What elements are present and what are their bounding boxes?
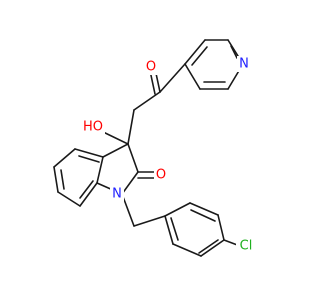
atom-label-hydroxyl: HO: [81, 119, 105, 135]
pyridine-ring: [184, 39, 244, 90]
acyl-chain: [127, 63, 186, 145]
atom-label-pyridine-n: N: [237, 56, 251, 72]
atom-label-chlorine: Cl: [236, 238, 256, 254]
lactam-o-label: O: [156, 168, 166, 183]
ketone-o-label: O: [146, 60, 156, 75]
atom-label-ketone-o: O: [144, 59, 158, 75]
atom-label-lactam-o: O: [154, 167, 168, 183]
structure-canvas: N O HO O N Cl: [53, 39, 256, 257]
oxindole-core: [53, 129, 156, 207]
chlorobenzyl-group: [121, 193, 241, 257]
indole-n-label: N: [112, 187, 122, 202]
hydroxyl-label: HO: [83, 120, 103, 135]
molecule-drawing: N O HO O N Cl: [53, 39, 256, 257]
atom-label-indole-n: N: [110, 186, 124, 202]
chlorine-label: Cl: [240, 239, 253, 254]
pyridine-n-label: N: [239, 57, 249, 72]
